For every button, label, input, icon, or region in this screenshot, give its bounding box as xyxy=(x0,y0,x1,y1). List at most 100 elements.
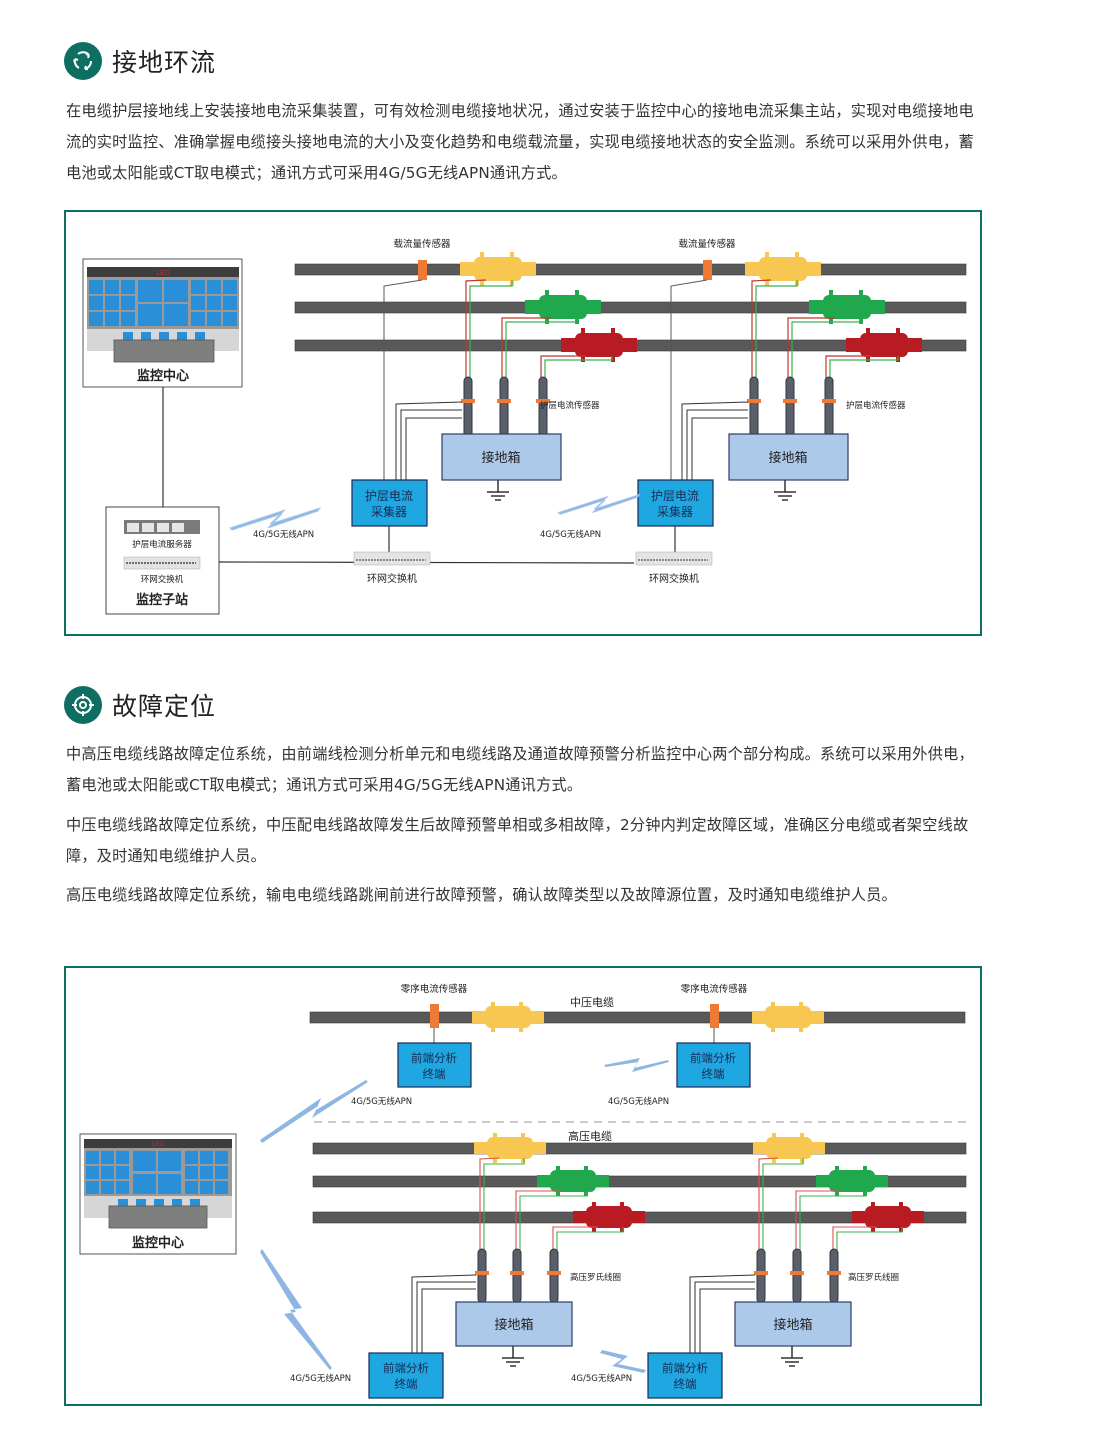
section-description: 中高压电缆线路故障定位系统，由前端线检测分析单元和电缆线路及通道故障预警分析监控… xyxy=(66,745,974,794)
high-voltage-cable-phase-b xyxy=(312,1175,967,1188)
ampacity-sensor xyxy=(703,260,712,280)
cable-joint-yellow xyxy=(752,1002,824,1032)
sheath-current-sensor xyxy=(782,376,798,440)
monitor-center-label: 监控中心 xyxy=(132,1235,184,1251)
rogowski-coil xyxy=(753,1248,769,1304)
ampacity-sensor-label: 载流量传感器 xyxy=(393,238,451,250)
wireless-label: 4G/5G无线APN xyxy=(540,529,601,540)
building-icon: LED xyxy=(87,267,239,363)
zero-seq-sensor-label: 零序电流传感器 xyxy=(681,983,748,995)
terminal-label-line2: 终端 xyxy=(674,1377,697,1391)
cable-joint-yellow xyxy=(472,1002,544,1032)
front-end-analysis-terminal: 前端分析 终端 xyxy=(676,1042,751,1088)
joint-leads xyxy=(479,1157,903,1253)
sheath-current-sensor xyxy=(460,376,476,440)
ground-symbol-icon xyxy=(781,1346,803,1367)
collector-label-line2: 采集器 xyxy=(657,504,693,519)
cable-phase-b xyxy=(294,301,967,314)
hv-cable-label: 高压电缆 xyxy=(568,1129,612,1143)
rogowski-coil xyxy=(509,1248,525,1304)
wireless-label: 4G/5G无线APN xyxy=(351,1096,412,1107)
wireless-signal-icon xyxy=(557,494,640,515)
recycle-arrows-icon xyxy=(64,42,102,80)
section-header-grounding-circulation: 接地环流 xyxy=(64,42,216,80)
fault-location-diagram: LED 监控中心 xyxy=(64,966,982,1406)
monitor-substation-node: 护层电流服务器 环网交换机 监控子站 xyxy=(105,506,220,615)
crosshair-target-icon xyxy=(64,686,102,724)
ground-box: 接地箱 xyxy=(728,433,849,501)
section-title: 故障定位 xyxy=(112,692,217,721)
terminal-label-line2: 终端 xyxy=(702,1067,725,1081)
switch-icon xyxy=(123,556,201,570)
sensor-wire xyxy=(383,279,423,482)
sheath-current-sensor xyxy=(821,376,837,440)
medium-voltage-cable xyxy=(309,1011,966,1024)
ground-box: 接地箱 xyxy=(455,1301,573,1367)
monitor-center-node: LED 监控中心 xyxy=(79,1133,237,1255)
terminal-label-line1: 前端分析 xyxy=(383,1361,429,1375)
rogowski-coil xyxy=(474,1248,490,1304)
led-label: LED xyxy=(152,1141,164,1148)
ring-switch-label: 环网交换机 xyxy=(367,572,417,585)
rogowski-coil xyxy=(826,1248,842,1304)
ring-network-switch: 环网交换机 xyxy=(353,551,431,585)
wireless-signal-icon xyxy=(600,1350,646,1373)
zero-sequence-sensor xyxy=(710,1004,719,1028)
high-voltage-cable-phase-a xyxy=(312,1142,967,1155)
substation-label: 监控子站 xyxy=(136,592,188,608)
ring-switch-label: 环网交换机 xyxy=(649,572,699,585)
monitor-center-node: LED 监控中心 xyxy=(82,258,243,388)
wireless-signal-icon xyxy=(260,1249,332,1370)
wireless-label: 4G/5G无线APN xyxy=(253,529,314,540)
mv-cable-label: 中压电缆 xyxy=(570,996,614,1009)
ring-network-switch: 环网交换机 xyxy=(635,551,713,585)
ground-box-label: 接地箱 xyxy=(494,1317,533,1333)
rogowski-label: 高压罗氏线圈 xyxy=(570,1272,621,1283)
cable-phase-a xyxy=(294,263,967,276)
section-description: 高压电缆线路故障定位系统，输电电缆线路跳闸前进行故障预警，确认故障类型以及故障源… xyxy=(66,886,897,904)
sheath-current-collector: 护层电流 采集器 xyxy=(637,479,714,552)
sensor-wires xyxy=(411,1274,756,1353)
server-icon xyxy=(124,520,200,534)
terminal-label-line1: 前端分析 xyxy=(662,1361,708,1375)
wireless-label: 4G/5G无线APN xyxy=(290,1373,351,1384)
terminal-label-line1: 前端分析 xyxy=(411,1051,457,1065)
rogowski-coil xyxy=(789,1248,805,1304)
collector-label-line1: 护层电流 xyxy=(365,489,413,503)
ground-symbol-icon xyxy=(486,479,510,501)
terminal-label-line2: 终端 xyxy=(423,1067,446,1081)
section-description: 中压电缆线路故障定位系统，中压配电线路故障发生后故障预警单相或多相故障，2分钟内… xyxy=(66,816,969,865)
ground-box: 接地箱 xyxy=(441,433,562,501)
joint-leads xyxy=(465,279,899,382)
sheath-sensor-label: 护层电流传感器 xyxy=(540,400,600,411)
front-end-analysis-terminal: 前端分析 终端 xyxy=(397,1042,472,1088)
monitor-center-label: 监控中心 xyxy=(137,368,189,384)
sensor-wires xyxy=(395,401,749,480)
server-label: 护层电流服务器 xyxy=(132,539,192,550)
ground-box: 接地箱 xyxy=(734,1301,852,1367)
ring-switch-small-label: 环网交换机 xyxy=(141,574,184,585)
rogowski-label: 高压罗氏线圈 xyxy=(848,1272,899,1283)
wireless-label: 4G/5G无线APN xyxy=(571,1373,632,1384)
cable-joint-red xyxy=(561,328,637,362)
sheath-current-sensor xyxy=(496,376,512,440)
grounding-circulation-diagram: LED 监控中心 xyxy=(64,210,982,636)
sheath-current-sensor xyxy=(746,376,762,440)
front-end-analysis-terminal: 前端分析 终端 xyxy=(368,1352,444,1399)
terminal-label-line2: 终端 xyxy=(395,1377,418,1391)
sheath-current-collector: 护层电流 采集器 xyxy=(351,479,428,552)
wireless-signal-icon xyxy=(229,507,321,531)
ground-symbol-icon xyxy=(773,479,797,501)
section-title: 接地环流 xyxy=(112,48,217,77)
terminal-label-line1: 前端分析 xyxy=(690,1051,736,1065)
wireless-label: 4G/5G无线APN xyxy=(608,1096,669,1107)
rogowski-coil xyxy=(546,1248,562,1304)
building-icon: LED xyxy=(84,1139,232,1229)
zero-sequence-sensor xyxy=(430,1004,439,1028)
cable-joint-green xyxy=(809,290,885,324)
collector-label-line2: 采集器 xyxy=(371,504,407,519)
section-description: 在电缆护层接地线上安装接地电流采集装置，可有效检测电缆接地状况，通过安装于监控中… xyxy=(66,102,974,182)
front-end-analysis-terminal: 前端分析 终端 xyxy=(647,1352,723,1399)
ground-symbol-icon xyxy=(502,1346,524,1367)
cable-joint-red xyxy=(846,328,922,362)
